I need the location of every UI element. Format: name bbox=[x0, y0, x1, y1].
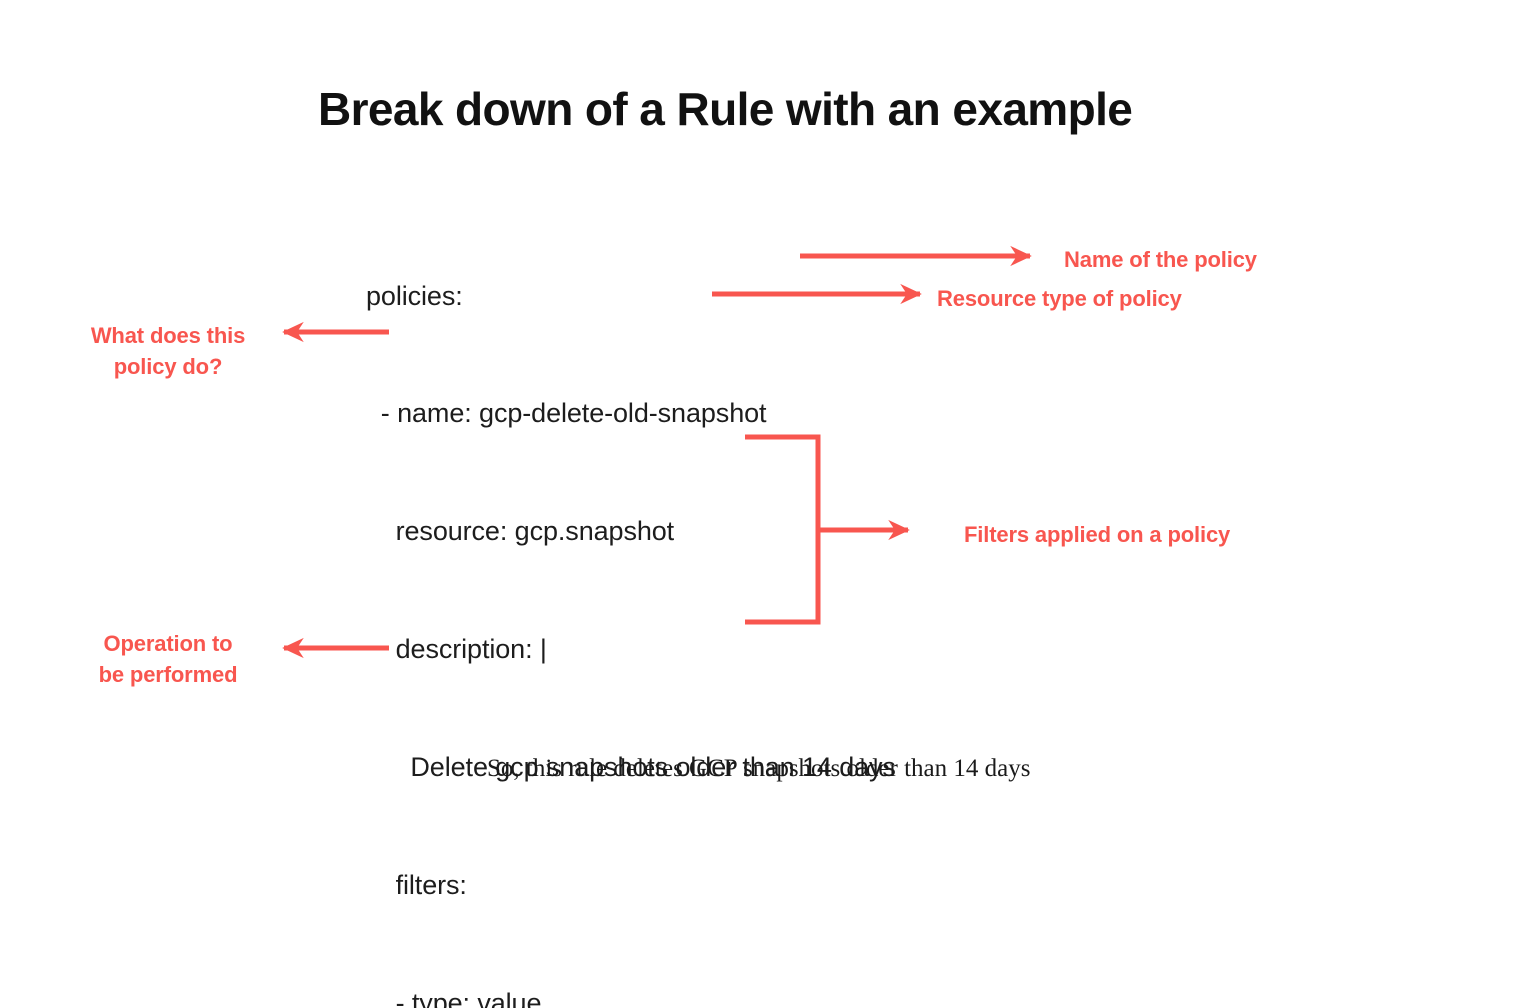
annotation-operation-performed: Operation to be performed bbox=[98, 631, 238, 687]
yaml-line-resource: resource: gcp.snapshot bbox=[366, 516, 675, 547]
page-title: Break down of a Rule with an example bbox=[318, 83, 1133, 135]
annotation-filters-applied: Filters applied on a policy bbox=[964, 522, 1231, 547]
yaml-policy-block: policies: - name: gcp-delete-old-snapsho… bbox=[366, 198, 896, 1008]
yaml-line-name: - name: gcp-delete-old-snapshot bbox=[366, 398, 767, 429]
yaml-line-filters: filters: bbox=[366, 870, 467, 901]
annotation-resource-type: Resource type of policy bbox=[937, 286, 1182, 311]
yaml-line-description: description: | bbox=[366, 634, 547, 665]
yaml-line-description-text: Delete gcp snapshots older than 14 days bbox=[366, 752, 896, 783]
yaml-line-policies: policies: bbox=[366, 280, 463, 311]
footer-summary-note: So, this rule deletes GCP snapshots olde… bbox=[487, 755, 1031, 782]
annotation-name-of-policy: Name of the policy bbox=[1064, 247, 1257, 272]
yaml-line-filter-type: - type: value bbox=[366, 987, 542, 1008]
annotation-what-does-policy-do: What does this policy do? bbox=[90, 323, 246, 379]
